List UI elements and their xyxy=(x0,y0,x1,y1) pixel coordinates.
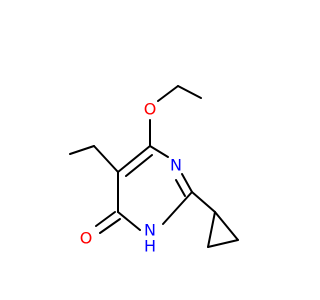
bond-c4-o-1 xyxy=(95,211,116,227)
bond-n1-c2-inner xyxy=(175,179,186,197)
bond-c2-cp xyxy=(191,191,216,213)
bond-n1-c2-outer xyxy=(181,173,193,193)
bond-cp-c xyxy=(214,211,239,241)
bond-c5-ch2 xyxy=(93,145,119,173)
structure-drawing: O N O N H xyxy=(69,85,239,256)
atom-label-ether-oxygen: O xyxy=(144,100,157,119)
atom-label-nh-nitrogen: N xyxy=(144,221,156,240)
bond-cp-a xyxy=(207,211,216,248)
bond-ch2-ch3 xyxy=(69,145,95,155)
bond-c5-c6-outer xyxy=(117,145,151,173)
atom-label-carbonyl-oxygen: O xyxy=(80,229,93,248)
bond-c6-n1 xyxy=(149,145,169,158)
bond-c4-o-2 xyxy=(99,218,121,234)
bond-cp-b xyxy=(207,239,239,248)
bond-o-ch2 xyxy=(157,85,179,102)
molecule-canvas: O N O N H xyxy=(69,85,239,256)
bond-n3-c4 xyxy=(117,211,141,231)
atom-label-nh-hydrogen: H xyxy=(144,237,156,256)
atom-label-ring-nitrogen: N xyxy=(170,156,182,175)
bond-c5-c6-inner xyxy=(125,154,153,177)
bond-c2-n3 xyxy=(162,191,193,225)
bond-och2-ch3 xyxy=(177,85,202,99)
